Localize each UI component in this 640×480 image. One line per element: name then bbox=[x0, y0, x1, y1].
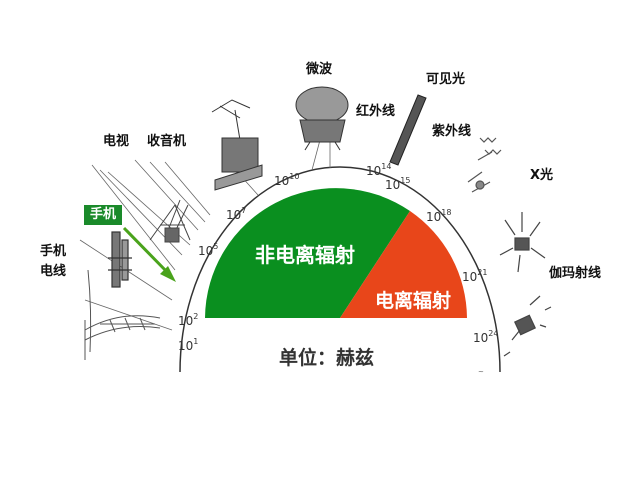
xray-label: X光 bbox=[530, 168, 554, 183]
unit-label: 单位：赫兹 bbox=[279, 347, 375, 369]
visible-light-label: 可见光 bbox=[426, 72, 466, 87]
tick-label-14: 1014 bbox=[366, 162, 391, 178]
frequency-scale-arc bbox=[179, 166, 501, 373]
power-line-label: 手机 电线 bbox=[40, 244, 67, 279]
tick-label-1: 101 bbox=[178, 337, 198, 353]
phone-badge: 手机 bbox=[84, 205, 122, 225]
gamma-label: 伽玛射线 bbox=[549, 266, 602, 281]
light-tube-icon bbox=[389, 94, 427, 166]
microwave-label: 微波 bbox=[306, 62, 333, 77]
tv-antenna-icon bbox=[149, 199, 191, 243]
ultraviolet-icon bbox=[467, 137, 502, 193]
tick-label-2: 102 bbox=[178, 312, 198, 328]
gamma-source-icon bbox=[503, 295, 552, 357]
scale-tick-labels: 101 102 105 107 1010 1014 1015 1018 1021… bbox=[178, 162, 498, 353]
non-ionizing-region bbox=[205, 188, 410, 318]
radio-tower-icon bbox=[211, 99, 263, 191]
non-ionizing-label: 非电离辐射 bbox=[255, 243, 355, 267]
ionizing-region bbox=[340, 211, 467, 318]
xray-icon bbox=[499, 212, 546, 273]
tick-label-24: 1024 bbox=[473, 329, 498, 345]
corner-mark: ~ bbox=[478, 368, 484, 376]
tick-label-18: 1018 bbox=[426, 208, 451, 224]
power-tower-icon bbox=[84, 269, 161, 360]
tick-label-15: 1015 bbox=[385, 176, 410, 192]
phone-arrow-icon bbox=[122, 226, 176, 282]
tick-label-5: 105 bbox=[198, 242, 218, 258]
tv-label: 电视 bbox=[103, 134, 130, 149]
tick-label-10: 1010 bbox=[274, 172, 299, 188]
tick-label-21: 1021 bbox=[462, 268, 487, 284]
infrared-label: 红外线 bbox=[356, 104, 396, 119]
tick-label-7: 107 bbox=[226, 206, 246, 222]
ionizing-label: 电离辐射 bbox=[375, 289, 451, 312]
microwave-dish-icon bbox=[295, 86, 349, 151]
ultraviolet-label: 紫外线 bbox=[432, 124, 472, 139]
radio-label: 收音机 bbox=[147, 134, 187, 149]
cellphone-icon bbox=[108, 231, 132, 288]
